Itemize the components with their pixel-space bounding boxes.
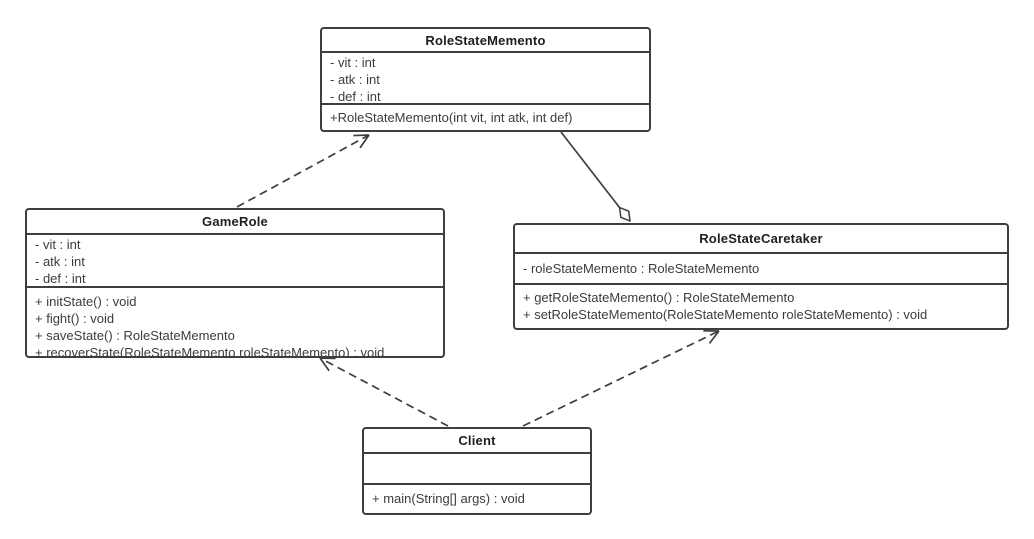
attribute: - vit : int — [330, 55, 376, 70]
methods-section-client: + main(String[] args) : void — [364, 485, 590, 513]
attribute: - def : int — [35, 271, 86, 286]
class-name-client: Client — [364, 429, 590, 454]
class-box-rolestatememento: RoleStateMemento - vit : int - atk : int… — [320, 27, 651, 132]
class-name-rolestatememento: RoleStateMemento — [322, 29, 649, 53]
method: + recoverState(RoleStateMemento roleStat… — [35, 345, 385, 356]
attribute: - roleStateMemento : RoleStateMemento — [523, 261, 760, 276]
class-name-rolestatecaretaker: RoleStateCaretaker — [515, 225, 1007, 254]
methods-section-gamerole: + initState() : void + fight() : void + … — [27, 288, 443, 356]
methods-section-rolestatecaretaker: + getRoleStateMemento() : RoleStateMemen… — [515, 285, 1007, 328]
method: + getRoleStateMemento() : RoleStateMemen… — [523, 290, 795, 305]
method: + fight() : void — [35, 311, 115, 326]
method: +RoleStateMemento(int vit, int atk, int … — [330, 110, 573, 125]
class-box-gamerole: GameRole - vit : int - atk : int - def :… — [25, 208, 445, 358]
attribute: - atk : int — [330, 72, 380, 87]
dependency-client-to-rolestatecaretaker — [522, 329, 720, 427]
dependency-client-to-gamerole — [319, 357, 449, 427]
method: + initState() : void — [35, 294, 137, 309]
method: + setRoleStateMemento(RoleStateMemento r… — [523, 307, 928, 322]
method: + saveState() : RoleStateMemento — [35, 328, 235, 343]
class-name-gamerole: GameRole — [27, 210, 443, 235]
attributes-section-rolestatecaretaker: - roleStateMemento : RoleStateMemento — [515, 254, 1007, 285]
class-box-rolestatecaretaker: RoleStateCaretaker - roleStateMemento : … — [513, 223, 1009, 330]
attributes-section-gamerole: - vit : int - atk : int - def : int — [27, 235, 443, 288]
method: + main(String[] args) : void — [372, 491, 525, 506]
aggregation-rolestatememento-to-rolestatecaretaker — [560, 131, 630, 221]
dependency-gamerole-to-rolestatememento — [236, 134, 370, 208]
class-box-client: Client + main(String[] args) : void — [362, 427, 592, 515]
methods-section-rolestatememento: +RoleStateMemento(int vit, int atk, int … — [322, 105, 649, 130]
attribute: - def : int — [330, 89, 381, 104]
attributes-section-client — [364, 454, 590, 485]
attributes-section-rolestatememento: - vit : int - atk : int - def : int — [322, 53, 649, 105]
attribute: - vit : int — [35, 237, 81, 252]
attribute: - atk : int — [35, 254, 85, 269]
